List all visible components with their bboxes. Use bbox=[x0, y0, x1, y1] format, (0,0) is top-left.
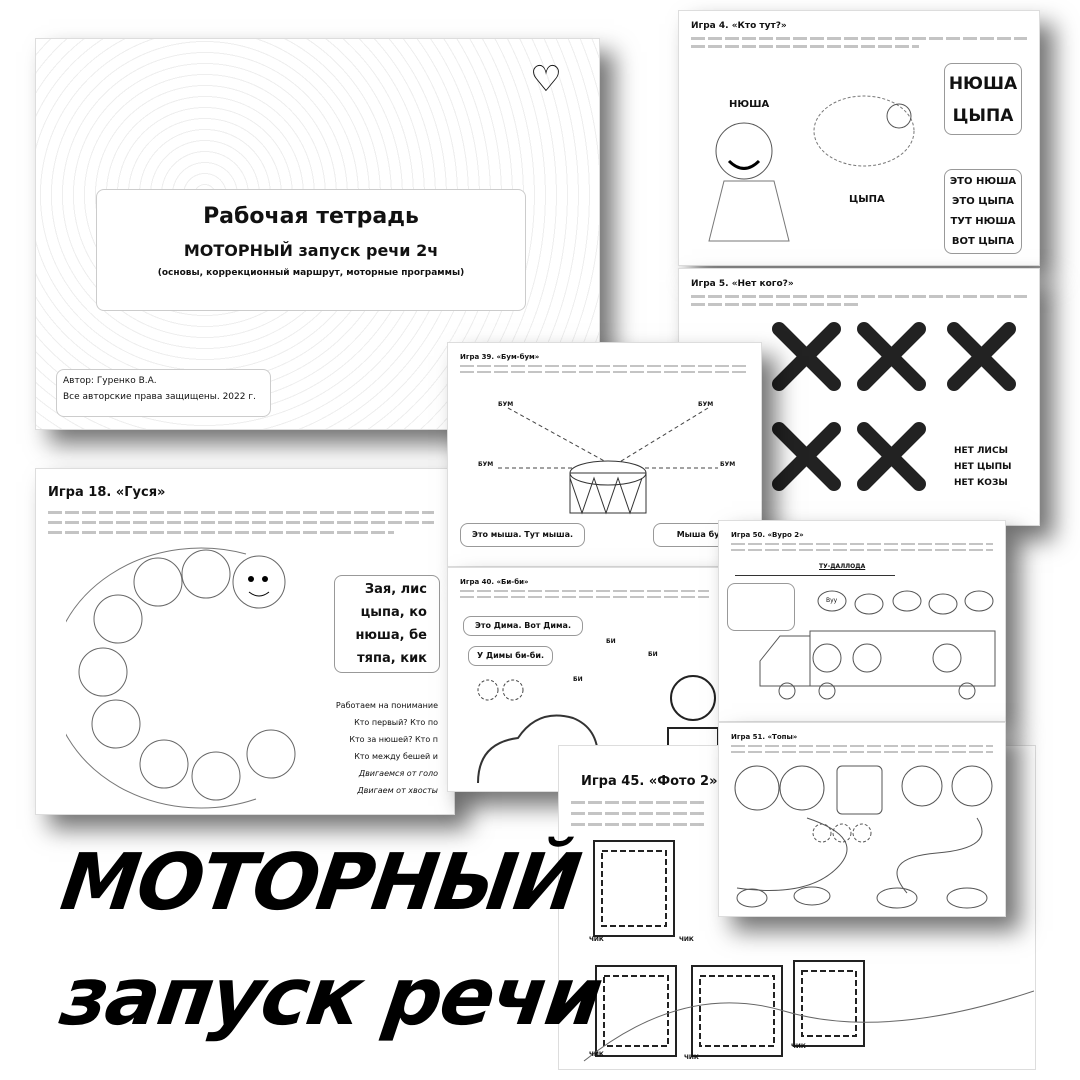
hen-illustration bbox=[813, 95, 915, 167]
page-game-50: Игра 50. «Вуро 2» ТУ-ДАЛЛОДА Вуу bbox=[718, 520, 1006, 722]
burst-label: БИ bbox=[573, 676, 583, 683]
heading: Игра 39. «Бум-бум» bbox=[460, 353, 540, 361]
label-nyusha: НЮША bbox=[729, 99, 770, 110]
phrase-box: Это Дима. Вот Дима. bbox=[463, 616, 583, 636]
family-shoes-illustration bbox=[734, 765, 993, 909]
burst-label: БУМ bbox=[698, 401, 714, 408]
author-box: Автор: Гуренко В.А. Все авторские права … bbox=[56, 369, 271, 417]
page-game-51: Игра 51. «Топы» bbox=[718, 722, 1006, 917]
burst-label: ЧИК bbox=[679, 936, 694, 943]
heading: Игра 40. «Би-би» bbox=[460, 578, 529, 586]
label-tsypa: ЦЫПА bbox=[849, 194, 885, 205]
question-line: Работаем на понимание bbox=[335, 701, 438, 710]
question-line: Кто за нюшей? Кто п bbox=[349, 735, 438, 744]
burst-label: БУМ bbox=[478, 461, 494, 468]
burst-label: БУМ bbox=[498, 401, 514, 408]
phrase-box: Это мыша. Тут мыша. bbox=[460, 523, 585, 547]
cover-note: (основы, коррекционный маршрут, моторные… bbox=[157, 268, 465, 278]
heading: Игра 5. «Нет кого?» bbox=[691, 279, 794, 289]
question-line: Двигаем от хвосты bbox=[357, 786, 438, 795]
heading: Игра 50. «Вуро 2» bbox=[731, 531, 804, 539]
rights: Все авторские права защищены. 2022 г. bbox=[63, 392, 256, 402]
heading: Игра 45. «Фото 2» bbox=[581, 774, 718, 789]
burst-label: ЧИК bbox=[589, 1051, 604, 1058]
burst-label: ЧИК bbox=[791, 1043, 806, 1050]
cloud-label: Вуу bbox=[826, 597, 838, 604]
question-line: Двигаемся от голо bbox=[358, 769, 438, 778]
banner-line-2: запуск речи bbox=[55, 950, 607, 1043]
photo-frames-illustration bbox=[583, 840, 1034, 1062]
banner-line-1: МОТОРНЫЙ bbox=[55, 838, 585, 928]
phrase-box: У Димы би-би. bbox=[468, 646, 553, 666]
burst-label: ЧИК bbox=[684, 1054, 699, 1061]
cover-title: Рабочая тетрадь bbox=[203, 204, 419, 229]
pig-illustration bbox=[708, 122, 790, 242]
heading: Игра 51. «Топы» bbox=[731, 733, 798, 741]
heading: Игра 18. «Гуся» bbox=[48, 485, 166, 500]
cover-subtitle: МОТОРНЫЙ запуск речи 2ч bbox=[183, 241, 439, 260]
burst-label: ЧИК bbox=[589, 936, 604, 943]
burst-label: БУМ bbox=[720, 461, 736, 468]
caterpillar-illustration bbox=[66, 547, 296, 809]
question-line: Кто между бешей и bbox=[354, 752, 438, 761]
truck-illustration bbox=[759, 590, 996, 700]
cover-page: ♡ Рабочая тетрадь МОТОРНЫЙ запуск речи 2… bbox=[35, 38, 600, 430]
logo-icon: ♡ bbox=[529, 59, 563, 100]
title-box: Рабочая тетрадь МОТОРНЫЙ запуск речи 2ч … bbox=[96, 189, 526, 311]
line-label: ТУ-ДАЛЛОДА bbox=[819, 563, 866, 570]
heading: Игра 4. «Кто тут?» bbox=[691, 21, 787, 31]
question-line: Кто первый? Кто по bbox=[354, 718, 438, 727]
cross-marks bbox=[772, 322, 1016, 491]
phrase-box bbox=[727, 583, 795, 631]
burst-label: БИ bbox=[606, 638, 616, 645]
burst-label: БИ bbox=[648, 651, 658, 658]
drum-illustration bbox=[498, 407, 718, 515]
author: Автор: Гуренко В.А. bbox=[63, 376, 157, 386]
page-game-39: Игра 39. «Бум-бум» БУМ БУМ БУМ БУМ Это м… bbox=[447, 342, 762, 567]
